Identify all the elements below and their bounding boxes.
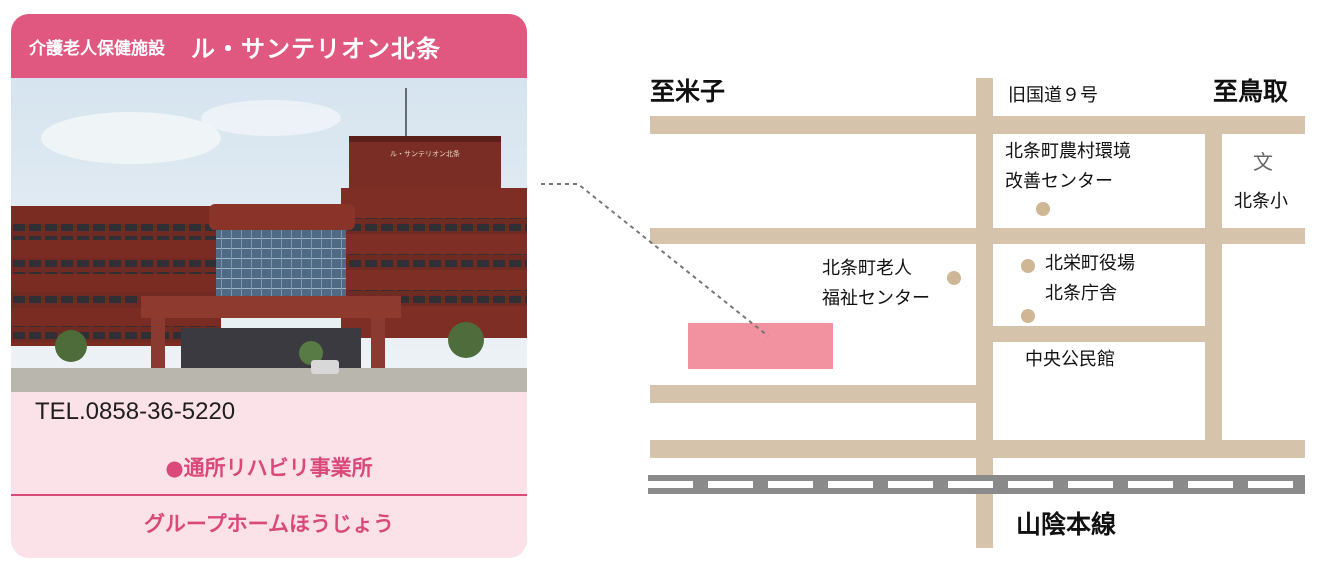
to-tottori-label: 至鳥取 [1213,77,1289,106]
town-office-marker [1021,259,1035,273]
facility-type: 介護老人保健施設 [29,38,165,59]
facility-name: ル・サンテリオン北条 [191,34,441,63]
rural-env-center-label: 北条町農村環境 改善センター [1005,137,1131,197]
rural-env-center-marker [1036,202,1050,216]
elderly-welfare-line2: 福祉センター [822,288,930,309]
road-horizontal-3 [993,326,1214,342]
community-hall-marker [1021,309,1035,323]
elderly-welfare-line1: 北条町老人 [822,258,912,279]
telephone-number: TEL.0858-36-5220 [35,398,236,425]
service-day-rehab: ●通所リハビリ事業所 [165,456,373,480]
facility-location-marker [688,323,833,369]
road-vertical-east [1205,134,1222,440]
card-divider [11,494,527,496]
building-sign: ル・サンテリオン北条 [390,149,460,158]
community-hall-label: 中央公民館 [1025,349,1115,370]
rural-env-center-line2: 改善センター [1005,171,1113,192]
rural-env-center-line1: 北条町農村環境 [1005,141,1131,162]
school-icon: 文 [1253,150,1273,174]
elderly-welfare-center-marker [947,271,961,285]
railway-name-label: 山陰本線 [1016,510,1117,539]
town-office-label: 北栄町役場 北条庁舎 [1045,249,1135,309]
road-vertical-main [976,78,993,548]
school-name-label: 北条小 [1234,191,1288,212]
elderly-welfare-center-label: 北条町老人 福祉センター [822,254,930,314]
facility-card: 介護老人保健施設 ル・サンテリオン北条 [11,14,527,558]
town-office-line1: 北栄町役場 [1045,253,1135,274]
card-header: 介護老人保健施設 ル・サンテリオン北条 [11,14,527,78]
facility-photo: ル・サンテリオン北条 [11,78,527,392]
to-yonago-label: 至米子 [650,77,726,106]
road-horizontal-4 [650,385,979,403]
service-group-home: グループホームほうじょう [143,512,395,536]
town-office-line2: 北条庁舎 [1045,283,1117,304]
old-route-9-label: 旧国道９号 [1008,85,1098,106]
